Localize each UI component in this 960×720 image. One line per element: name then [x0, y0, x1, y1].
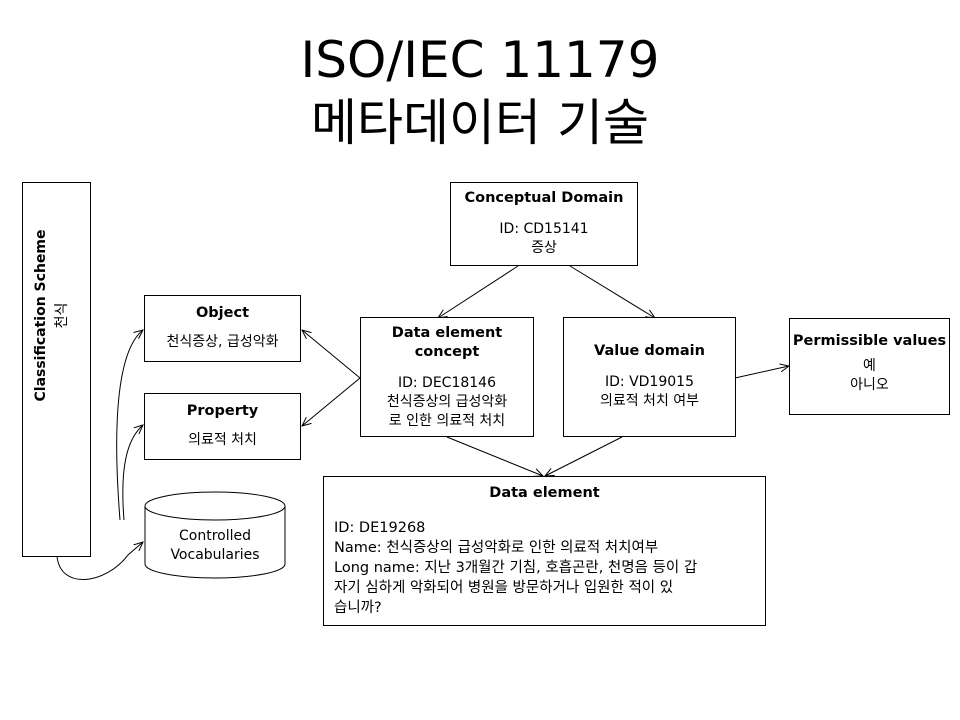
data-element-body: ID: DE19268 Name: 천식증상의 급성악화로 인한 의료적 처치여… — [324, 518, 765, 618]
permissible-value-2: 아니오 — [850, 377, 889, 393]
permissible-value-1: 예 — [863, 358, 876, 374]
conceptual-domain-box: Conceptual Domain ID: CD15141 증상 — [450, 182, 638, 266]
value-domain-heading: Value domain — [594, 343, 705, 359]
data-element-box: Data element ID: DE19268 Name: 천식증상의 급성악… — [323, 476, 766, 626]
arrow-dec-to-object — [302, 330, 361, 379]
classification-scheme-label: Classification Scheme — [33, 229, 49, 402]
curve-cv-to-property — [122, 425, 143, 521]
object-value: 천식증상, 급성악화 — [166, 334, 279, 350]
dec-heading-line-2: concept — [414, 344, 480, 360]
cylinder-shape — [144, 491, 286, 579]
data-element-id: ID: DE19268 — [334, 520, 426, 536]
property-value: 의료적 처치 — [188, 432, 257, 448]
data-element-long-name-1: Long name: 지난 3개월간 기침, 호흡곤란, 천명음 등이 갑 — [334, 560, 698, 576]
arrow-dec-to-de — [446, 436, 543, 476]
conceptual-domain-value: 증상 — [531, 240, 557, 256]
property-heading: Property — [186, 403, 259, 419]
object-box: Object 천식증상, 급성악화 — [144, 295, 301, 362]
arrow-vd-to-pv — [734, 366, 789, 379]
controlled-vocabularies-line-2: Vocabularies — [170, 547, 260, 563]
arrow-cd-to-vd — [569, 265, 655, 318]
dec-line-2: 로 인한 의료적 처치 — [388, 413, 506, 429]
conceptual-domain-heading: Conceptual Domain — [464, 190, 624, 206]
arrow-dec-to-property — [302, 377, 361, 426]
dec-line-1: 천식증상의 급성악화 — [386, 394, 508, 410]
value-domain-id: ID: VD19015 — [605, 374, 694, 390]
data-element-concept-box: Data element concept ID: DEC18146 천식증상의 … — [360, 317, 534, 437]
arrow-vd-to-de — [545, 436, 623, 476]
title-line-2: 메타데이터 기술 — [311, 94, 649, 152]
object-heading: Object — [195, 305, 250, 321]
curve-cs-to-cv — [56, 542, 143, 581]
data-element-long-name-2: 자기 심하게 악화되어 병원을 방문하거나 입원한 적이 있 — [334, 580, 674, 596]
classification-scheme-text: Classification Scheme 천식 — [22, 182, 90, 449]
data-element-heading: Data element — [489, 485, 600, 501]
arrow-cd-to-dec — [438, 265, 519, 318]
dec-heading-line-1: Data element — [391, 325, 503, 341]
controlled-vocabularies-line-1: Controlled — [179, 528, 251, 544]
curve-cv-to-object — [116, 330, 143, 521]
value-domain-box: Value domain ID: VD19015 의료적 처치 여부 — [563, 317, 736, 437]
conceptual-domain-id: ID: CD15141 — [499, 221, 589, 237]
data-element-name: Name: 천식증상의 급성악화로 인한 의료적 처치여부 — [334, 540, 659, 556]
dec-id: ID: DEC18146 — [397, 375, 496, 391]
property-box: Property 의료적 처치 — [144, 393, 301, 460]
controlled-vocabularies-label: Controlled Vocabularies — [145, 527, 285, 565]
value-domain-value: 의료적 처치 여부 — [599, 393, 700, 409]
classification-scheme-value: 천식 — [54, 302, 70, 329]
title-line-1: ISO/IEC 11179 — [300, 31, 660, 89]
permissible-values-box: Permissible values 예 아니오 — [789, 318, 950, 415]
data-element-long-name-3: 습니까? — [334, 600, 382, 616]
classification-scheme-box — [22, 182, 91, 557]
permissible-values-heading: Permissible values — [792, 333, 947, 349]
